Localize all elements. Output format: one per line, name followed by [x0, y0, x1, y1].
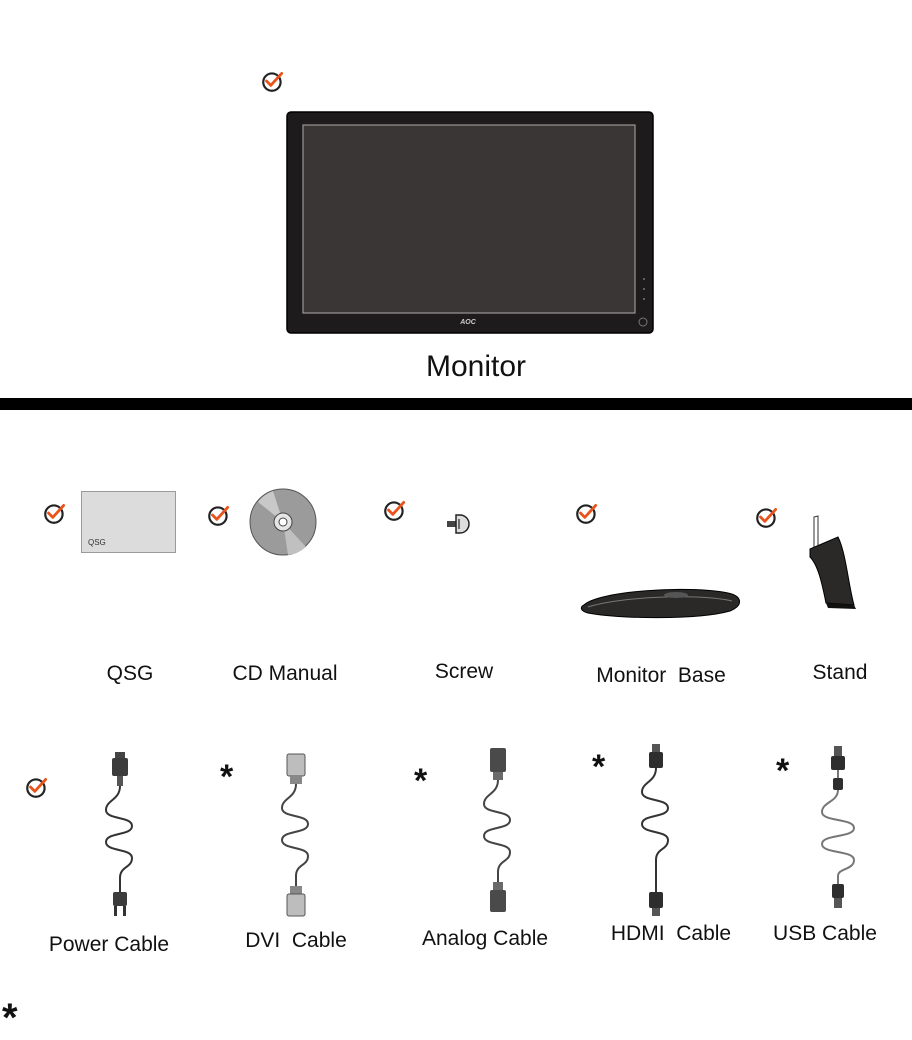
cable-label-analog: Analog Cable: [421, 927, 549, 950]
accessory-label-cd-manual: CD Manual: [232, 662, 338, 685]
cd-check-icon: [206, 502, 232, 528]
qsg-card-image: QSG: [81, 491, 176, 553]
hdmi-cable-asterisk: *: [592, 748, 606, 786]
qsg-check-icon: [42, 500, 68, 526]
dvi-cable-image: [280, 753, 310, 917]
screw-check-icon: [382, 497, 408, 523]
monitor-label: Monitor: [425, 350, 527, 383]
power-cable-check-icon: [24, 774, 50, 800]
section-divider: [0, 398, 912, 410]
cable-label-hdmi: HDMI Cable: [610, 922, 732, 945]
cable-label-dvi: DVI Cable: [245, 929, 347, 952]
hdmi-cable-image: [640, 744, 670, 916]
base-check-icon: [574, 500, 600, 526]
usb-cable-image: [820, 746, 856, 908]
accessory-label-screw: Screw: [434, 660, 494, 683]
dvi-cable-asterisk: *: [220, 758, 234, 796]
cd-disc-image: [249, 488, 317, 556]
monitor-image: AOC: [286, 111, 654, 334]
brand-logo: AOC: [459, 319, 477, 326]
analog-cable-asterisk: *: [414, 762, 428, 800]
monitor-base-image: [580, 588, 740, 619]
cable-label-power: Power Cable: [48, 933, 170, 956]
qsg-card-text: QSG: [88, 538, 106, 547]
usb-cable-asterisk: *: [776, 752, 790, 790]
stand-check-icon: [754, 504, 780, 530]
power-cable-image: [104, 752, 134, 916]
analog-cable-image: [482, 748, 512, 912]
monitor-check-icon: [260, 68, 286, 94]
screw-image: [447, 514, 470, 534]
accessory-label-qsg: QSG: [106, 662, 154, 685]
stand-image: [809, 515, 856, 609]
accessory-label-monitor-base: Monitor Base: [596, 664, 726, 687]
accessory-label-stand: Stand: [812, 661, 868, 684]
footnote-asterisk: *: [2, 996, 18, 1040]
cable-label-usb: USB Cable: [773, 922, 877, 945]
